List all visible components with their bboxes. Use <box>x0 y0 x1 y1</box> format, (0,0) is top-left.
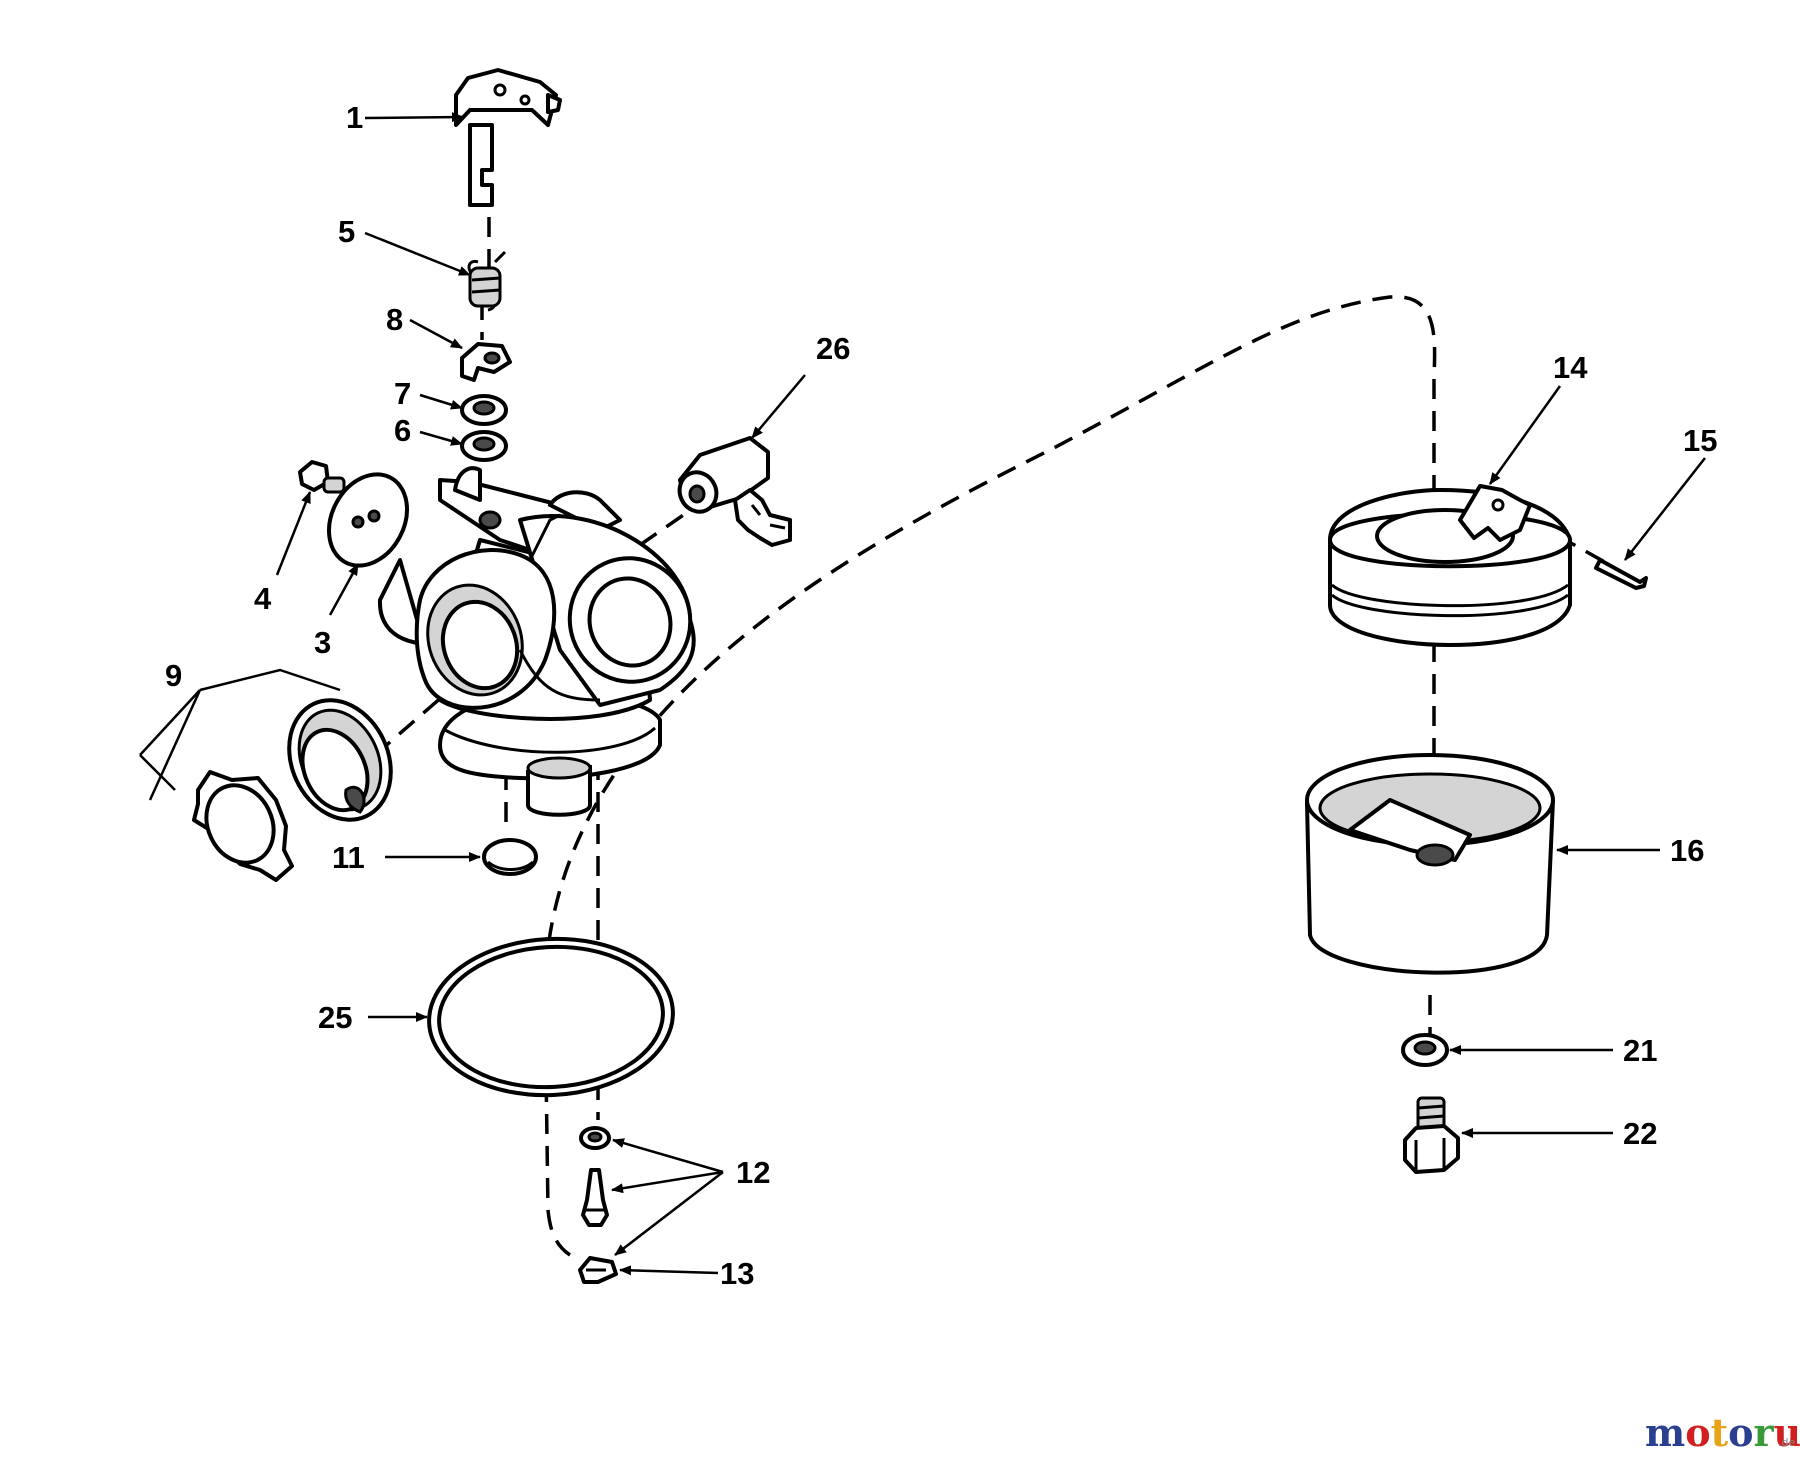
part-12-needle <box>581 1168 609 1227</box>
callout-13: 13 <box>720 1256 754 1291</box>
callout-8: 8 <box>386 302 403 337</box>
part-3-plate <box>327 472 409 568</box>
callout-9: 9 <box>165 658 182 693</box>
callout-14: 14 <box>1553 350 1588 385</box>
part-14-float <box>1328 484 1572 647</box>
wm-letter-3: t <box>1711 1410 1729 1455</box>
callout-4: 4 <box>254 581 272 616</box>
callout-15: 15 <box>1683 423 1717 458</box>
part-12-washer <box>579 1126 611 1150</box>
part-16-float-bowl <box>1305 753 1555 975</box>
part-1-bracket <box>454 68 562 207</box>
callout-22: 22 <box>1623 1116 1657 1151</box>
part-15-pin <box>1594 558 1648 590</box>
part-22-bolt <box>1403 1096 1460 1174</box>
carburetor-body <box>377 466 696 817</box>
callout-6: 6 <box>394 413 411 448</box>
part-11-plug <box>482 838 538 876</box>
wm-suffix: .de <box>1778 1436 1795 1449</box>
part-25-o-ring <box>427 936 675 1098</box>
callout-labels: 1 5 8 7 6 4 3 9 11 25 12 13 26 14 15 16 … <box>165 100 1717 1291</box>
part-7-washer <box>460 394 508 426</box>
callout-25: 25 <box>318 1000 352 1035</box>
callout-1: 1 <box>346 100 363 135</box>
wm-letter-4: o <box>1728 1410 1753 1455</box>
part-9-retainer <box>192 770 294 882</box>
part-9-primer-bulb <box>287 698 393 822</box>
wm-letter-6: u <box>1774 1410 1800 1455</box>
watermark-logo: motoruf .de <box>1645 1410 1800 1455</box>
callout-7: 7 <box>394 376 411 411</box>
wm-letter-2: o <box>1685 1410 1710 1455</box>
part-13-clip <box>578 1256 618 1284</box>
wm-letter-1: m <box>1645 1410 1685 1455</box>
callout-21: 21 <box>1623 1033 1657 1068</box>
part-6-washer <box>460 430 508 462</box>
wm-letter-5: r <box>1754 1410 1775 1455</box>
svg-text:motoruf: motoruf <box>1645 1410 1800 1455</box>
callout-12: 12 <box>736 1155 770 1190</box>
callout-16: 16 <box>1670 833 1704 868</box>
callout-leaders <box>139 112 1706 1276</box>
callout-5: 5 <box>338 214 355 249</box>
callout-11: 11 <box>332 840 365 875</box>
part-5-spring <box>467 250 507 312</box>
part-26-fitting <box>677 436 792 547</box>
part-21-washer <box>1401 1033 1449 1067</box>
callout-26: 26 <box>816 331 850 366</box>
part-4-screw <box>298 460 346 494</box>
part-8-clip <box>460 342 512 382</box>
callout-3: 3 <box>314 625 331 660</box>
